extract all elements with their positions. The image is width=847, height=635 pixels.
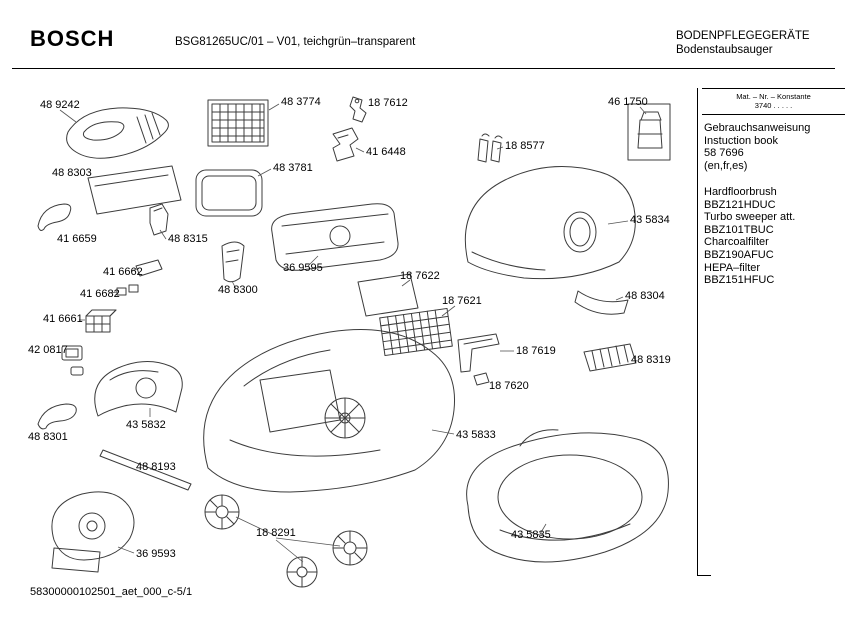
accessory-block-line: Charcoalfilter <box>704 236 769 249</box>
part-drawing-base-frame-43-5835 <box>466 429 669 563</box>
leader-lines <box>59 103 647 563</box>
part-drawing-hook-41-6659 <box>37 203 72 231</box>
part-drawing-bracket-48-8300 <box>221 241 245 283</box>
department-block: BODENPFLEGEGERÄTE Bodenstaubsauger <box>676 29 810 57</box>
part-label: 48 3774 <box>281 96 321 108</box>
manual-block-line: Gebrauchsanweisung <box>704 122 811 134</box>
part-drawing-rod-48-8193 <box>99 449 192 491</box>
part-label: 48 8304 <box>625 290 665 302</box>
part-drawing-waffle-cube-41-6661 <box>85 309 117 333</box>
accessory-block-line: BBZ190AFUC <box>704 248 774 261</box>
bosch-logo: BOSCH <box>30 26 115 51</box>
part-drawing-waffle-filter-48-3774 <box>207 99 269 147</box>
accessory-block-line: BBZ121HDUC <box>704 198 776 211</box>
part-label: 48 3781 <box>273 162 313 174</box>
model-designation: BSG81265UC/01 – V01, teichgrün–transpare… <box>175 36 416 48</box>
document-number: 58300000102501_aet_000_c-5/1 <box>30 586 193 598</box>
part-drawing-filter-sheet-48-8303 <box>87 165 182 215</box>
department-name: BODENPFLEGEGERÄTE <box>676 30 810 42</box>
accessory-block-line: HEPA–filter <box>704 261 761 274</box>
part-drawing-clips-41-6682 <box>116 284 139 296</box>
part-drawing-strip-48-8301 <box>37 403 77 430</box>
part-label: 48 8300 <box>218 284 258 296</box>
part-label: 43 5832 <box>126 419 166 431</box>
part-drawing-wedge-41-6662 <box>135 259 163 277</box>
part-label: 48 8301 <box>28 431 68 443</box>
part-drawing-cord-reel-36-9593 <box>51 491 135 573</box>
part-label: 18 8577 <box>505 140 545 152</box>
part-drawing-sheet-18-7622 <box>357 273 419 317</box>
sidebar-bottom-tick <box>697 575 711 576</box>
part-drawing-bracket-18-7619 <box>457 333 500 373</box>
part-drawing-switch-42-0817 <box>61 345 84 376</box>
product-type: Bodenstaubsauger <box>676 44 773 56</box>
part-label: 42 0817 <box>28 344 68 356</box>
part-label: 36 9593 <box>136 548 176 560</box>
part-label: 48 8303 <box>52 167 92 179</box>
part-drawing-wheels-18-8291 <box>204 494 368 588</box>
part-drawing-strip-48-8304 <box>574 290 629 315</box>
part-label: 18 7619 <box>516 345 556 357</box>
part-drawing-ribbed-part-48-8319 <box>583 343 637 372</box>
part-label: 41 6682 <box>80 288 120 300</box>
part-drawing-waffle-filter-18-7621 <box>379 307 453 357</box>
part-label: 41 6448 <box>366 146 406 158</box>
part-label: 43 5834 <box>630 214 670 226</box>
part-label: 48 8319 <box>631 354 671 366</box>
material-number-label: Mat. – Nr. – Konstante <box>736 92 811 101</box>
part-drawing-latch-48-8315 <box>149 203 169 236</box>
part-label: 18 7620 <box>489 380 529 392</box>
part-label: 41 6659 <box>57 233 97 245</box>
manual-block-line: Instuction book <box>704 134 778 147</box>
sidebar-divider <box>697 88 698 575</box>
part-drawing-foam-filter-48-3781 <box>195 169 263 217</box>
part-label: 36 9595 <box>283 262 323 274</box>
part-drawing-clips-18-8577 <box>477 133 503 163</box>
part-drawing-chassis-43-5833 <box>203 329 456 493</box>
header-divider <box>12 68 835 69</box>
part-label: 48 9242 <box>40 99 80 111</box>
part-label: 18 7621 <box>442 295 482 307</box>
part-drawing-clip-18-7612 <box>349 96 367 123</box>
part-label: 43 5835 <box>511 529 551 541</box>
manual-block-line: 58 7696 <box>704 147 744 160</box>
material-number-box: Mat. – Nr. – Konstante 3740 . . . . . <box>702 88 845 115</box>
part-label: 41 6661 <box>43 313 83 325</box>
part-label: 18 8291 <box>256 527 296 539</box>
part-drawing-dust-bag-46-1750 <box>627 103 671 161</box>
part-drawing-handle-48-9242 <box>66 107 169 159</box>
part-drawing-motor-unit-36-9595 <box>271 203 399 271</box>
part-label: 48 8315 <box>168 233 208 245</box>
part-drawing-hood-43-5834 <box>464 166 636 280</box>
material-number-value: 3740 . . . . . <box>754 101 793 110</box>
accessory-block-line: BBZ151HFUC <box>704 274 775 287</box>
part-drawing-clip-41-6448 <box>332 127 359 162</box>
part-drawing-front-housing-43-5832 <box>94 361 183 417</box>
part-label: 18 7622 <box>400 270 440 282</box>
part-label: 41 6662 <box>103 266 143 278</box>
manual-block-line: (en,fr,es) <box>704 159 748 172</box>
part-label: 48 8193 <box>136 461 176 473</box>
part-label: 46 1750 <box>608 96 648 108</box>
accessory-block-line: Hardfloorbrush <box>704 186 777 198</box>
part-label: 18 7612 <box>368 97 408 109</box>
part-label: 43 5833 <box>456 429 496 441</box>
accessory-block-line: Turbo sweeper att. <box>704 211 796 224</box>
accessory-block-line: BBZ101TBUC <box>704 223 774 236</box>
part-drawing-piece-18-7620 <box>473 372 490 386</box>
